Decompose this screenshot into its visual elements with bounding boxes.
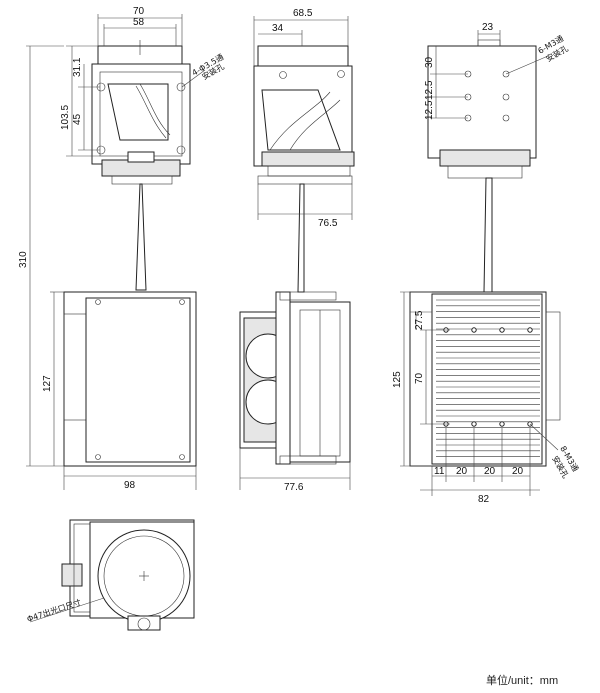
front-view-box bbox=[63, 291, 197, 467]
front-view-dims bbox=[26, 14, 206, 467]
front-box-dims bbox=[50, 291, 197, 490]
dim-98: 98 bbox=[124, 480, 136, 491]
dim-20a: 20 bbox=[456, 466, 468, 477]
dim-20c: 20 bbox=[512, 466, 524, 477]
side-view-box bbox=[239, 291, 351, 465]
dim-76-5: 76.5 bbox=[318, 218, 338, 229]
dim-30: 30 bbox=[424, 56, 435, 68]
front-view-top bbox=[91, 40, 191, 291]
dim-31-1: 31.1 bbox=[72, 57, 83, 77]
mounting-hole bbox=[499, 421, 505, 427]
dim-20b: 20 bbox=[484, 466, 496, 477]
dim-103-5: 103.5 bbox=[60, 105, 71, 130]
dim-68-5: 68.5 bbox=[293, 8, 313, 19]
mounting-hole bbox=[471, 421, 477, 427]
dim-127: 127 bbox=[42, 375, 53, 392]
rear-view-dims bbox=[430, 30, 549, 119]
unit-label: 单位/unit：mm bbox=[486, 673, 558, 687]
dim-12-5a: 12.5 bbox=[424, 80, 435, 100]
dim-27-5: 27.5 bbox=[414, 310, 425, 330]
dim-310: 310 bbox=[18, 251, 29, 268]
dim-70-rear: 70 bbox=[414, 372, 425, 384]
rear-box-dims bbox=[400, 291, 559, 496]
bottom-view bbox=[29, 519, 195, 631]
dim-70: 70 bbox=[133, 6, 145, 17]
dim-23: 23 bbox=[482, 22, 494, 33]
mounting-hole bbox=[527, 327, 533, 333]
dim-82: 82 bbox=[478, 494, 490, 505]
rear-view-box bbox=[409, 291, 561, 467]
heatsink-fins bbox=[436, 299, 540, 457]
rear-view-top bbox=[427, 39, 537, 293]
dim-11: 11 bbox=[434, 466, 445, 477]
dim-12-5b: 12.5 bbox=[424, 100, 435, 120]
side-view-top bbox=[253, 45, 355, 293]
dim-77-6: 77.6 bbox=[284, 482, 304, 493]
dim-58: 58 bbox=[133, 17, 145, 28]
dim-34: 34 bbox=[272, 23, 284, 34]
side-box-dims bbox=[239, 448, 351, 490]
dim-45: 45 bbox=[72, 113, 83, 125]
mounting-hole bbox=[499, 327, 505, 333]
mounting-hole bbox=[471, 327, 477, 333]
side-view-dims bbox=[253, 16, 353, 220]
dim-125: 125 bbox=[392, 371, 403, 388]
